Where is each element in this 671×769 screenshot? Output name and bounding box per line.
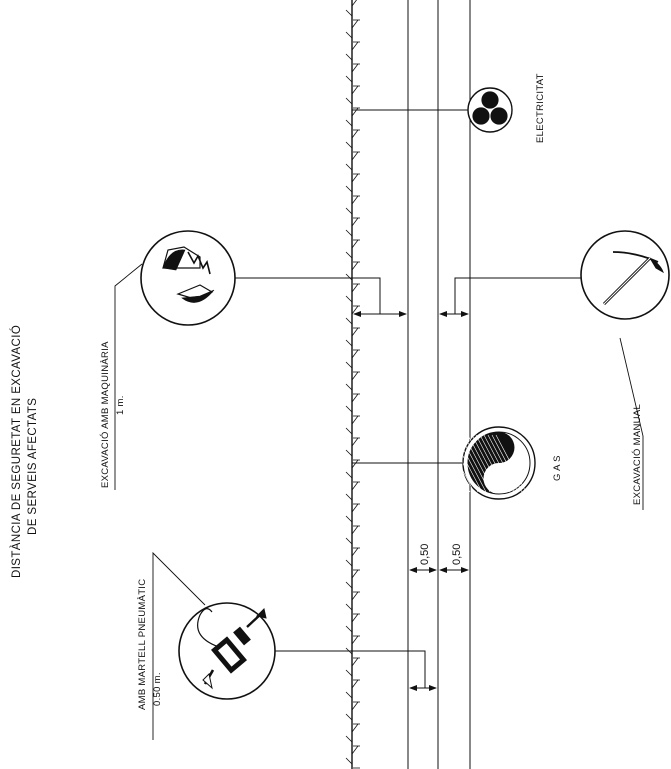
martell-label: AMB MARTELL PNEUMÀTIC <box>137 579 148 710</box>
manual-label: EXCAVACIÓ MANUAL <box>632 404 643 505</box>
pickaxe-circle <box>580 230 670 320</box>
leader-lines <box>235 109 581 688</box>
distance-arrows <box>353 311 469 691</box>
dimension-label-1: 0,50 <box>419 544 431 565</box>
maquinaria-distance: 1 m. <box>115 395 126 415</box>
pickaxe-icon <box>602 251 664 306</box>
martell-label-group: AMB MARTELL PNEUMÀTIC 0.50 m. <box>137 551 206 740</box>
excavator-circle <box>140 230 236 326</box>
jackhammer-circle <box>178 602 276 700</box>
title-line1: DISTÀNCIA DE SEGURETAT EN EXCAVACIÓ <box>10 325 23 578</box>
title-line2: DE SERVEIS AFECTATS <box>27 398 39 535</box>
manual-label-group: EXCAVACIÓ MANUAL <box>619 337 644 510</box>
maquinaria-label-group: EXCAVACIÓ AMB MAQUINÀRIA 1 m. <box>100 263 143 490</box>
electric-cables-icon <box>471 90 509 126</box>
electric-circle <box>467 87 513 133</box>
excavator-bucket-icon <box>162 246 215 303</box>
electricitat-label: ELECTRICITAT <box>535 73 546 143</box>
martell-distance: 0.50 m. <box>152 672 163 706</box>
dimension-label-2: 0,50 <box>451 544 463 565</box>
trench-lines <box>407 0 471 769</box>
ground-edge <box>345 0 360 769</box>
title-block: DISTÀNCIA DE SEGURETAT EN EXCAVACIÓ DE S… <box>10 325 39 578</box>
maquinaria-label: EXCAVACIÓ AMB MAQUINÀRIA <box>100 341 111 488</box>
pneumatic-hammer-icon <box>197 608 267 690</box>
gas-label: G A S <box>552 455 563 481</box>
